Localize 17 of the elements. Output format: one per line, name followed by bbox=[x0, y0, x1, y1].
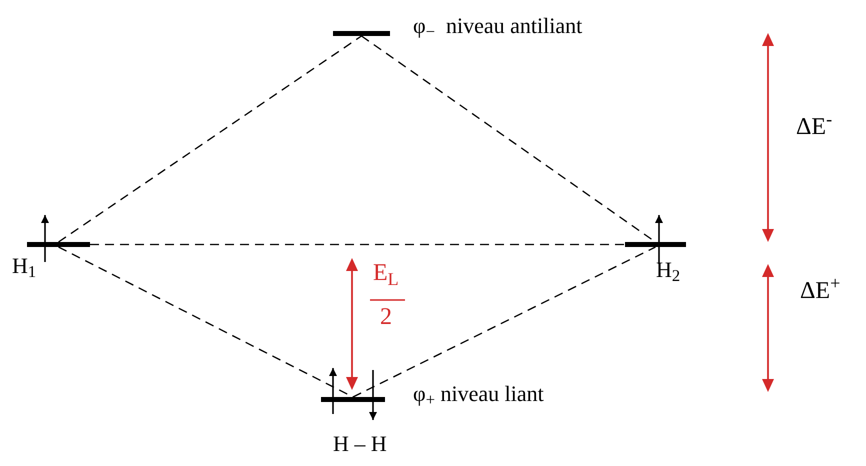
energy-level-bar bbox=[27, 242, 90, 247]
dashed-line bbox=[90, 244, 625, 246]
energy-label: E$_{L}$ bbox=[373, 259, 399, 288]
level-label: H$_{1}$ bbox=[12, 252, 36, 280]
level-label: H – H bbox=[333, 430, 387, 458]
energy-level-bar bbox=[625, 242, 686, 247]
energy-level-bar bbox=[321, 397, 385, 402]
dashed-line bbox=[58, 35, 362, 243]
level-label: φ$_{−}$ niveau antiliant bbox=[413, 12, 582, 40]
dashed-line bbox=[352, 246, 656, 398]
level-label: φ$_{+}$ niveau liant bbox=[413, 380, 544, 408]
energy-level-bar bbox=[333, 31, 390, 36]
energy-label: ΔE$^{-}$ bbox=[796, 112, 832, 142]
level-label: H$_{2}$ bbox=[656, 256, 680, 284]
energy-label: ΔE$^{+}$ bbox=[800, 276, 840, 306]
energy-label: 2 bbox=[380, 303, 392, 332]
dashed-line bbox=[58, 246, 354, 398]
